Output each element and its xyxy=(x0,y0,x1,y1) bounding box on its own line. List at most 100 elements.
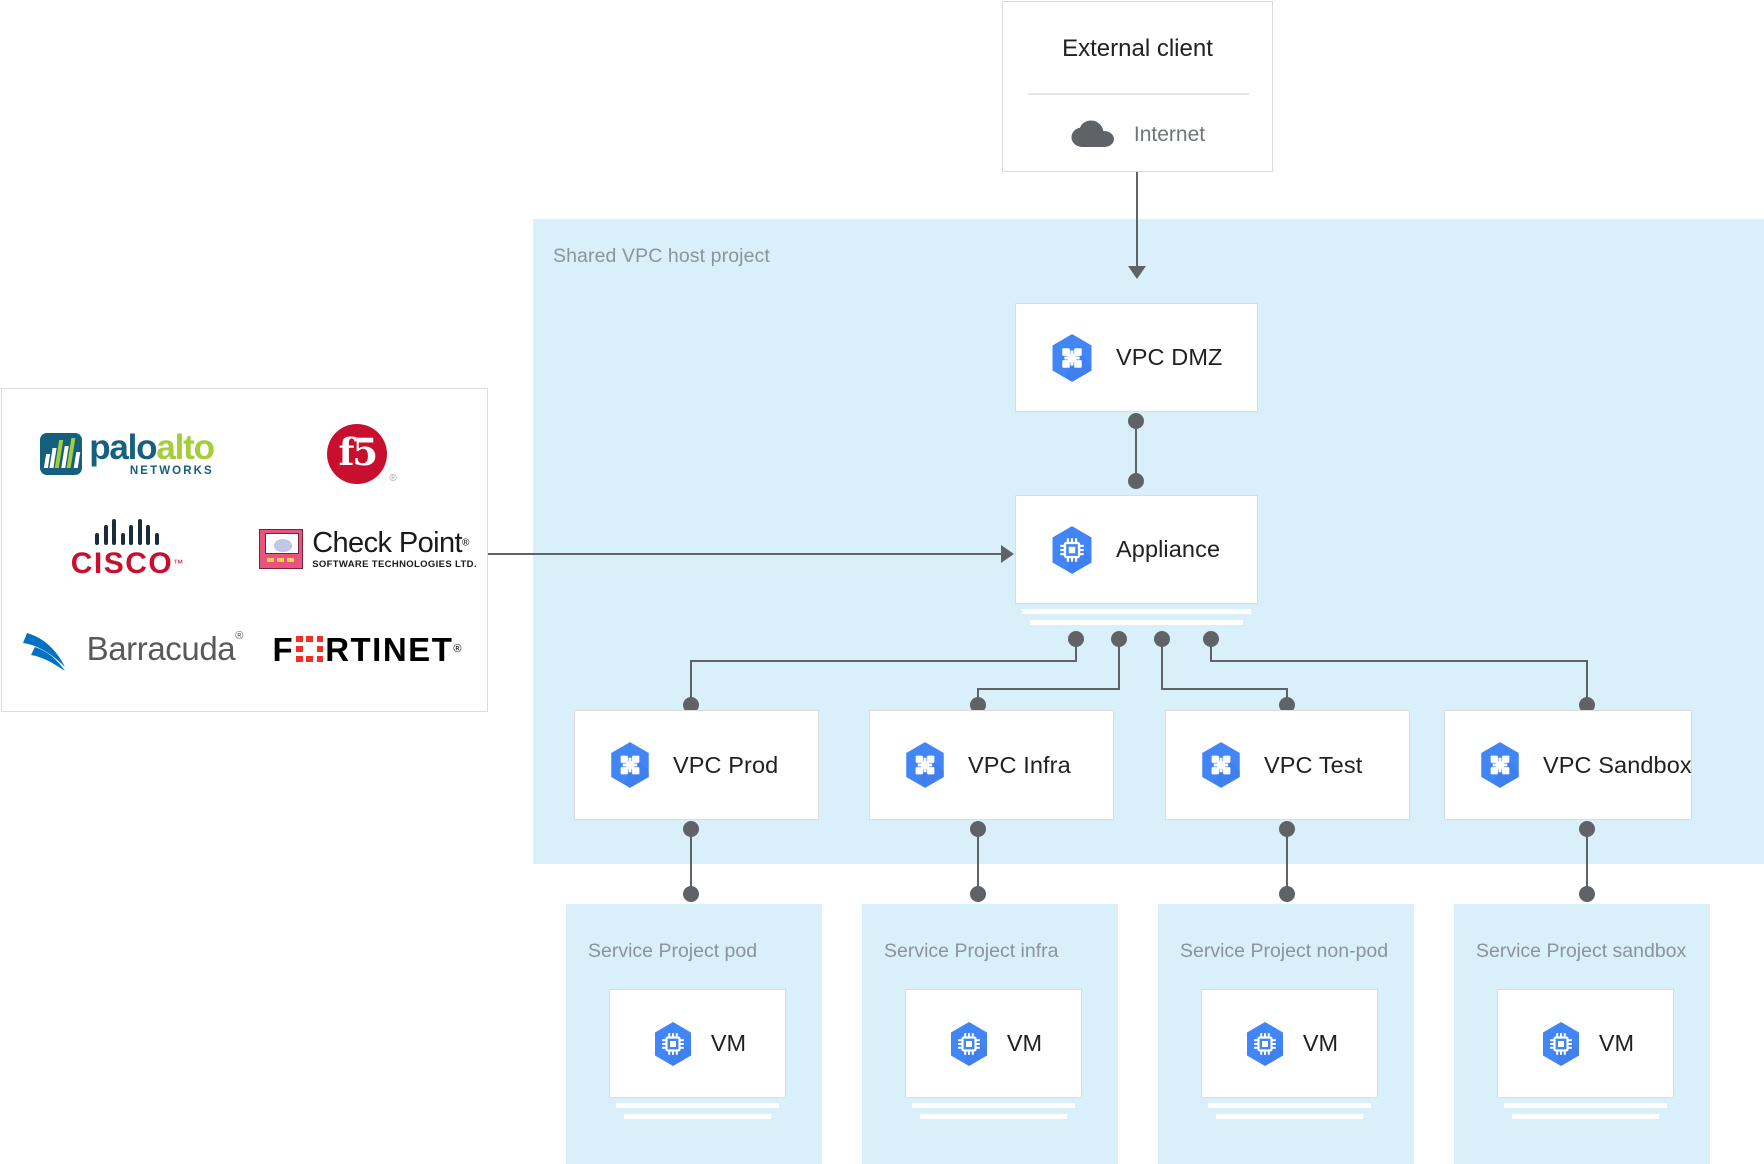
service-project-pod-label: Service Project pod xyxy=(588,940,758,962)
fortinet-wordmark-part-1: F xyxy=(272,630,295,668)
f5-mark-icon: f5 xyxy=(327,424,388,484)
connector-infra-to-sp xyxy=(977,828,979,894)
fortinet-wordmark-part-2: RTINET xyxy=(325,630,454,668)
connector-seg-prod-h xyxy=(690,660,1077,662)
vm-sandbox-stack-sheet-2 xyxy=(1512,1114,1659,1119)
vpc-network-icon xyxy=(1196,740,1246,790)
vendor-logo-fortinet: F RTINET ® xyxy=(252,601,482,697)
vm-box-infra[interactable]: VM xyxy=(905,989,1082,1098)
connector-test-to-sp xyxy=(1286,828,1288,894)
vendor-logo-f5: f5 ® xyxy=(252,409,472,499)
vpc-test-box[interactable]: VPC Test xyxy=(1165,710,1410,820)
connector-seg-test-v1 xyxy=(1161,639,1163,689)
connector-seg-sandbox-v2 xyxy=(1586,660,1588,704)
cisco-bars-icon xyxy=(95,519,159,545)
f5-wordmark: f5 xyxy=(338,430,378,474)
appliance-label: Appliance xyxy=(1116,536,1221,562)
connector-dmz-to-appliance xyxy=(1135,420,1137,480)
vendor-logo-check-point: Check Point® SOFTWARE TECHNOLOGIES LTD. xyxy=(248,501,488,597)
vendor-logo-barracuda: Barracuda ® xyxy=(12,601,252,697)
vm-label-sandbox: VM xyxy=(1598,1030,1635,1056)
connector-seg-test-v2 xyxy=(1286,688,1288,704)
cloud-icon xyxy=(1070,120,1116,150)
vm-non-pod-stack-sheet-1 xyxy=(1208,1103,1371,1108)
connector-dot-appliance-top xyxy=(1128,473,1144,489)
vm-label-infra: VM xyxy=(1006,1030,1043,1056)
fortinet-grid-icon xyxy=(296,635,324,663)
service-project-infra-label: Service Project infra xyxy=(884,940,1059,962)
connector-seg-sandbox-h xyxy=(1210,660,1588,662)
connector-sandbox-to-sp xyxy=(1586,828,1588,894)
vm-pod-stack-sheet-1 xyxy=(616,1103,779,1108)
vm-box-sandbox[interactable]: VM xyxy=(1497,989,1674,1098)
vpc-test-label: VPC Test xyxy=(1264,751,1363,778)
barracuda-fin-icon xyxy=(21,623,77,675)
external-client-title: External client xyxy=(1062,35,1213,62)
connector-seg-infra-v1 xyxy=(1118,639,1120,689)
cisco-wordmark: CISCO xyxy=(70,547,174,580)
check-point-subtitle: SOFTWARE TECHNOLOGIES LTD. xyxy=(312,558,477,570)
connector-vendors-to-appliance xyxy=(488,553,1001,555)
internet-label: Internet xyxy=(1133,123,1206,146)
service-project-sandbox-label: Service Project sandbox xyxy=(1476,940,1687,962)
palo-alto-mark-icon xyxy=(40,433,83,475)
vpc-sandbox-label: VPC Sandbox xyxy=(1543,751,1692,778)
appliance-stack-sheet-1 xyxy=(1022,609,1251,614)
divider xyxy=(1028,93,1249,95)
check-point-registered-mark: ® xyxy=(461,537,470,549)
connector-client-to-dmz xyxy=(1136,172,1138,268)
connector-dot-test-top xyxy=(1279,697,1295,713)
vpc-infra-box[interactable]: VPC Infra xyxy=(869,710,1114,820)
vpc-network-icon xyxy=(1046,332,1098,384)
vpc-dmz-label: VPC DMZ xyxy=(1116,344,1223,370)
connector-dot-sp-infra-top xyxy=(970,886,986,902)
arrowhead-down-dmz xyxy=(1128,266,1146,279)
vm-chip-icon xyxy=(649,1020,697,1068)
connector-seg-prod-v2 xyxy=(690,660,692,704)
vpc-network-icon xyxy=(605,740,655,790)
vm-label-pod: VM xyxy=(710,1030,747,1056)
vpc-network-icon xyxy=(900,740,950,790)
service-project-non-pod-label: Service Project non-pod xyxy=(1180,940,1389,962)
vm-label-non-pod: VM xyxy=(1302,1030,1339,1056)
connector-dot-prod-top xyxy=(683,697,699,713)
vm-box-pod[interactable]: VM xyxy=(609,989,786,1098)
vpc-infra-label: VPC Infra xyxy=(968,751,1071,778)
check-point-wordmark: Check Point xyxy=(312,526,462,559)
vm-chip-icon xyxy=(1241,1020,1289,1068)
cisco-tm-mark: ™ xyxy=(173,558,184,570)
connector-seg-test-h xyxy=(1161,688,1288,690)
connector-dot-infra-top xyxy=(970,697,986,713)
palo-alto-word-1: palo xyxy=(89,428,157,468)
vm-chip-icon xyxy=(1537,1020,1585,1068)
connector-dot-sp-nonpod-top xyxy=(1279,886,1295,902)
vm-chip-icon xyxy=(945,1020,993,1068)
connector-dot-sandbox-top xyxy=(1579,697,1595,713)
check-point-mark-icon xyxy=(259,529,304,569)
vpc-prod-box[interactable]: VPC Prod xyxy=(574,710,819,820)
connector-seg-infra-v2 xyxy=(977,688,979,704)
vm-infra-stack-sheet-1 xyxy=(912,1103,1075,1108)
fortinet-registered-mark: ® xyxy=(453,643,462,655)
palo-alto-word-2: alto xyxy=(156,428,215,468)
arrowhead-right-appliance xyxy=(1001,545,1014,563)
vpc-dmz-box[interactable]: VPC DMZ xyxy=(1015,303,1258,412)
external-client-box[interactable]: External client Internet xyxy=(1002,1,1273,172)
appliance-chip-icon xyxy=(1046,524,1098,576)
vm-box-non-pod[interactable]: VM xyxy=(1201,989,1378,1098)
vpc-network-icon xyxy=(1475,740,1525,790)
connector-seg-prod-v1 xyxy=(1075,639,1077,661)
vm-non-pod-stack-sheet-2 xyxy=(1216,1114,1363,1119)
vendor-logo-palo-alto-networks: paloalto NETWORKS xyxy=(12,409,242,499)
barracuda-wordmark: Barracuda xyxy=(86,630,236,667)
barracuda-registered-mark: ® xyxy=(235,630,244,642)
vm-pod-stack-sheet-2 xyxy=(624,1114,771,1119)
f5-registered-mark: ® xyxy=(389,473,397,484)
palo-alto-subtitle: NETWORKS xyxy=(129,465,214,478)
appliance-vendor-panel: paloalto NETWORKS f5 ® CI xyxy=(1,388,488,712)
appliance-box[interactable]: Appliance xyxy=(1015,495,1258,604)
vm-infra-stack-sheet-2 xyxy=(920,1114,1067,1119)
connector-seg-infra-h xyxy=(977,688,1120,690)
vendor-logo-cisco: CISCO™ xyxy=(12,501,242,597)
vpc-sandbox-box[interactable]: VPC Sandbox xyxy=(1444,710,1692,820)
